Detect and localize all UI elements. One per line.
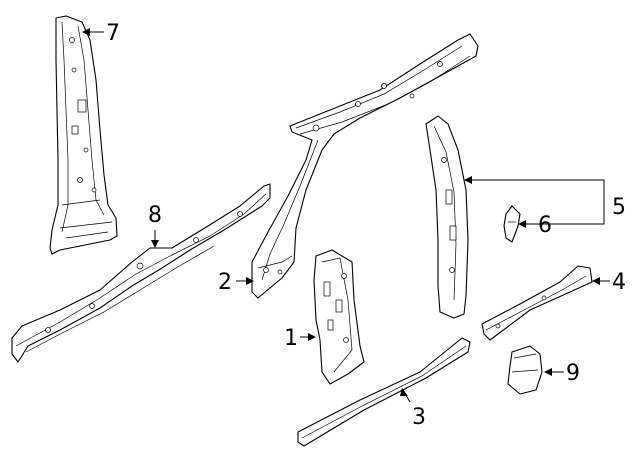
part-3-rocker-panel <box>297 337 471 447</box>
callout-8: 8 <box>148 203 162 228</box>
callout-5: 5 <box>612 195 626 220</box>
part-1-hinge-pillar-panel <box>313 249 365 385</box>
callout-1: 1 <box>284 326 298 351</box>
callout-9: 9 <box>566 361 580 386</box>
callout-2: 2 <box>218 270 232 295</box>
part-4-rocker-extension <box>481 265 593 341</box>
part-5-pillar-panel <box>425 115 469 319</box>
callout-7: 7 <box>106 21 120 46</box>
part-8-rocker-reinforcement <box>11 183 271 363</box>
callout-4: 4 <box>612 270 626 295</box>
part-9-bracket <box>507 345 543 395</box>
part-6-bracket <box>503 205 521 243</box>
part-2-a-pillar-roof-rail <box>251 33 479 299</box>
part-7-b-pillar <box>49 15 118 255</box>
callout-3: 3 <box>412 405 426 430</box>
callout-6: 6 <box>538 213 552 238</box>
leader-lines <box>82 28 610 403</box>
